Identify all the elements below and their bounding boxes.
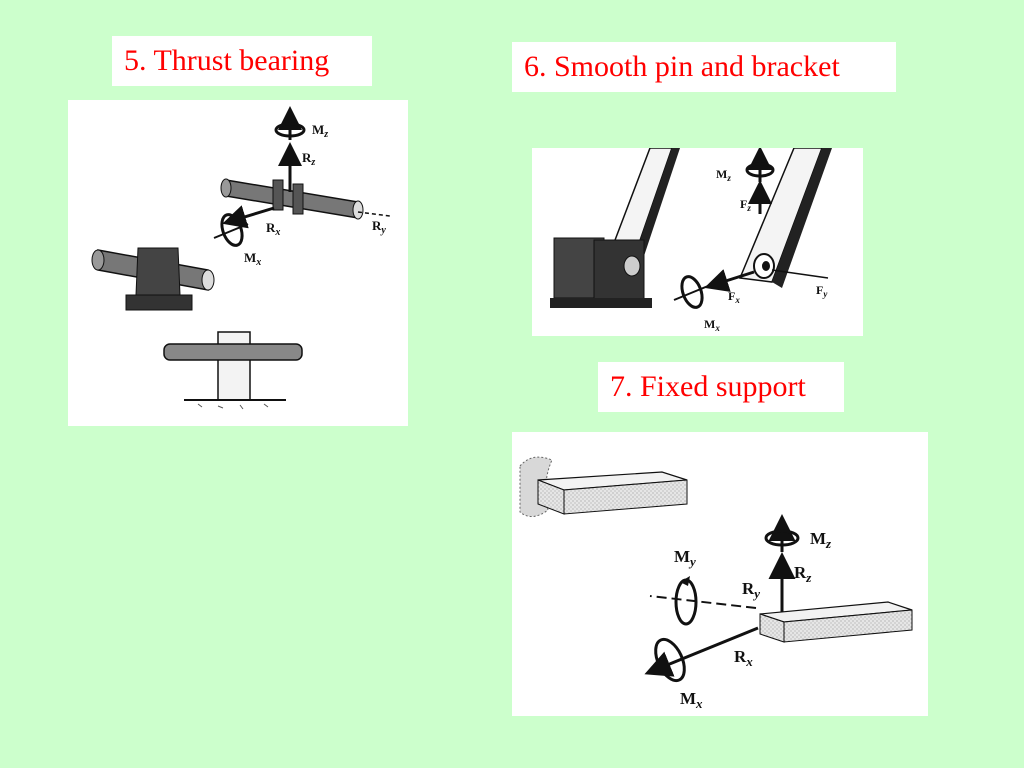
- fixed-support-title: 7. Fixed support: [598, 362, 844, 412]
- wall-beam-icon: [519, 456, 688, 517]
- fixed-my-moment-icon: [674, 576, 698, 626]
- fixed-rz-label: Rz: [794, 563, 812, 585]
- fixed-mz-moment-icon: [764, 514, 800, 552]
- shaft-icon: [220, 178, 391, 220]
- bracket-icon: [550, 148, 680, 308]
- fixed-mx-moment-icon: [654, 637, 686, 683]
- pin-mx-moment-icon: [673, 275, 709, 309]
- thrust-mx-label: Mx: [244, 250, 261, 268]
- pin-fz-label: Fz: [740, 197, 751, 213]
- fixed-support-figure: Mz My Rz Ry Rx Mx: [512, 432, 928, 716]
- fixed-my-label: My: [674, 547, 696, 569]
- pin-fy-label: Fy: [816, 283, 828, 299]
- fixed-support-diagram: Mz My Rz Ry Rx Mx: [519, 456, 913, 711]
- bearing-block-icon: [91, 247, 215, 311]
- fixed-rx-arrow: [644, 626, 759, 677]
- bearing-section-icon: [163, 331, 303, 410]
- pin-mz-moment-icon: [745, 148, 775, 182]
- thrust-bearing-figure: Mz Rz Rx Ry Mx: [68, 100, 408, 426]
- pin-mz-label: Mz: [716, 167, 731, 183]
- thrust-mz-label: Mz: [312, 122, 328, 140]
- fixed-mz-label: Mz: [810, 529, 832, 551]
- smooth-pin-figure: Mz Fz Fx Fy Mx: [532, 148, 863, 336]
- thrust-rz-label: Rz: [302, 150, 315, 168]
- fixed-rx-label: Rx: [734, 647, 753, 669]
- mx-moment-icon: [213, 213, 249, 247]
- thrust-ry-label: Ry: [372, 218, 386, 236]
- fixed-mx-label: Mx: [680, 689, 703, 711]
- smooth-pin-diagram: Mz Fz Fx Fy Mx: [550, 148, 832, 333]
- support-block-icon: [759, 601, 913, 643]
- fixed-ry-axis: [649, 595, 757, 609]
- pin-fx-label: Fx: [728, 289, 740, 305]
- pin-member-icon: [738, 148, 832, 288]
- thrust-bearing-diagram: Mz Rz Rx Ry Mx: [91, 106, 391, 410]
- thrust-bearing-title: 5. Thrust bearing: [112, 36, 372, 86]
- thrust-rx-label: Rx: [266, 220, 280, 238]
- smooth-pin-title: 6. Smooth pin and bracket: [512, 42, 896, 92]
- fx-arrow: [704, 269, 755, 292]
- mz-moment-icon: [274, 106, 306, 140]
- pin-mx-label: Mx: [704, 317, 720, 333]
- fixed-ry-label: Ry: [742, 579, 760, 601]
